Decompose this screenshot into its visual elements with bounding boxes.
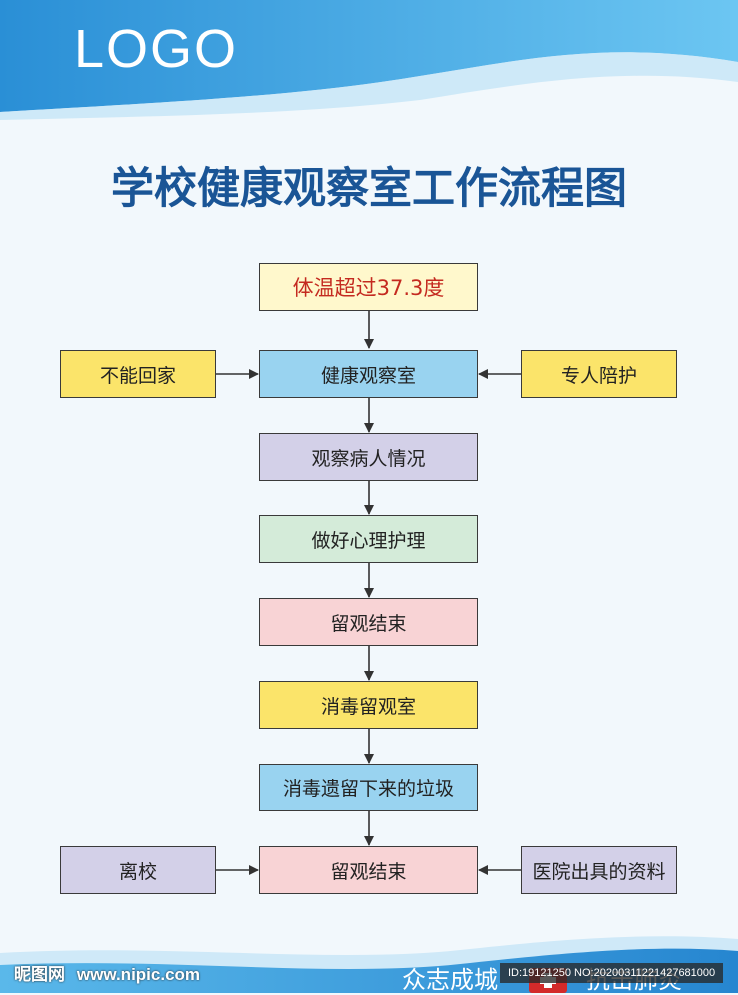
side-leave-school-box: 离校 — [60, 846, 216, 894]
header-wave-background — [0, 0, 738, 120]
step-end-observation-final-box: 留观结束 — [259, 846, 478, 894]
image-id-watermark: ID:19121250 NO:20200311221427681000 — [500, 963, 724, 983]
slogan-left: 众志成城 — [402, 966, 498, 994]
step-disinfect-waste-box: 消毒遗留下来的垃圾 — [259, 764, 478, 811]
site-logo: 昵图网 — [14, 965, 65, 985]
side-dedicated-escort-box: 专人陪护 — [521, 350, 677, 398]
page-title: 学校健康观察室工作流程图 — [111, 164, 627, 214]
step-fever-box: 体温超过37.3度 — [259, 263, 478, 311]
site-url: www.nipic.com — [76, 965, 201, 984]
site-watermark: 昵图网 www.nipic.com — [14, 960, 200, 985]
side-cannot-go-home-box: 不能回家 — [60, 350, 216, 398]
step-observe-condition-box: 观察病人情况 — [259, 433, 478, 481]
logo: LOGO — [74, 19, 239, 79]
step-observation-room-box: 健康观察室 — [259, 350, 478, 398]
side-hospital-docs-box: 医院出具的资料 — [521, 846, 677, 894]
step-disinfect-room-box: 消毒留观室 — [259, 681, 478, 729]
step-end-observation-box: 留观结束 — [259, 598, 478, 646]
step-psych-care-box: 做好心理护理 — [259, 515, 478, 563]
